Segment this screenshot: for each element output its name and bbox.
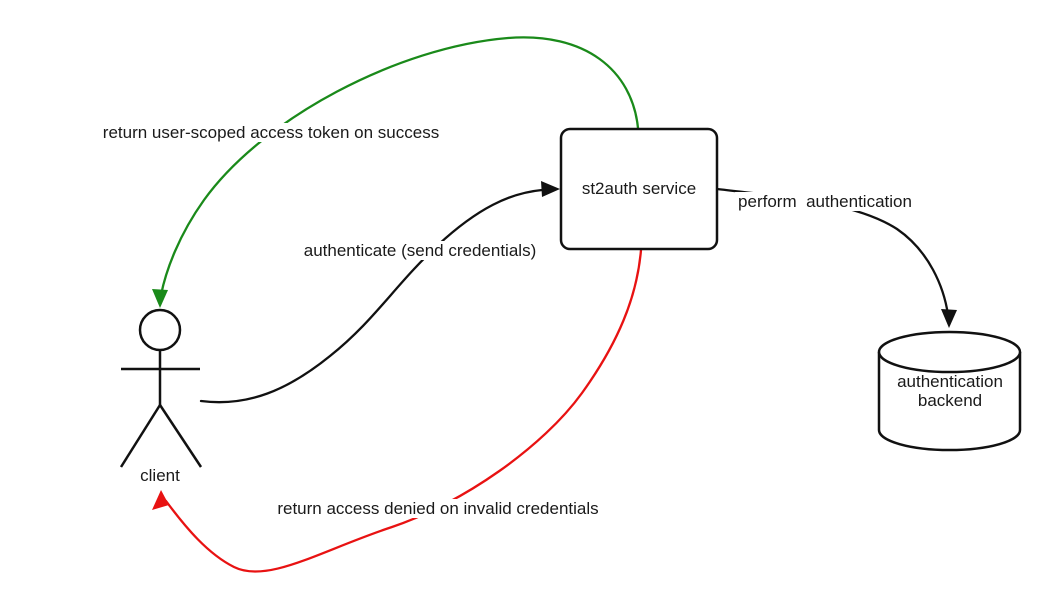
client-head (138, 308, 182, 352)
edge-label-return-token: return user-scoped access token on succe… (99, 123, 443, 142)
edge-label-authenticate: authenticate (send credentials) (300, 241, 540, 260)
edge-label-perform-authentication: perform authentication (735, 192, 915, 211)
edge-return-token (152, 36, 640, 308)
edge-access-denied (152, 248, 643, 573)
client-label: client (140, 466, 180, 485)
client-right-leg (158, 404, 203, 468)
return-token-curve (159, 36, 640, 297)
perform-authentication-arrowhead (941, 309, 957, 328)
return-token-arrowhead (152, 289, 168, 308)
backend-cylinder (877, 330, 1022, 452)
access-denied-curve (164, 248, 643, 573)
service-box (559, 127, 719, 251)
backend-cylinder-top (877, 330, 1022, 374)
authenticate-curve (199, 188, 544, 404)
client-left-leg (119, 404, 162, 468)
edge-authenticate (199, 181, 560, 404)
access-denied-arrowhead (152, 490, 169, 510)
backend-cylinder-body (877, 352, 1022, 452)
backend-label: authentication backend (897, 372, 1003, 410)
service-label: st2auth service (581, 179, 697, 198)
edge-label-access-denied: return access denied on invalid credenti… (274, 499, 602, 518)
authenticate-arrowhead (541, 181, 560, 197)
client-figure (119, 308, 203, 468)
